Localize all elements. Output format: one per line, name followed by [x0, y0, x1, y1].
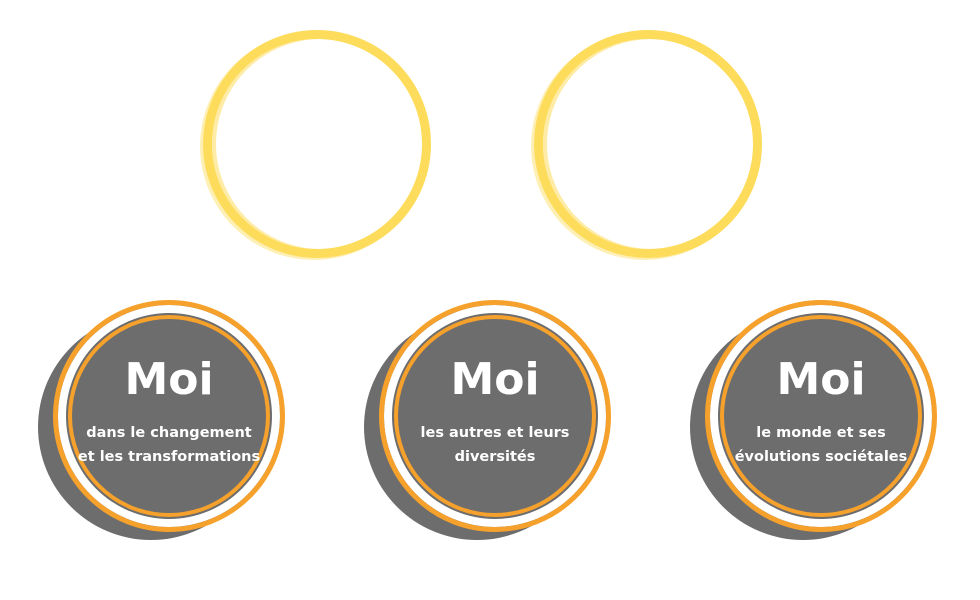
top-ring-2: [534, 30, 762, 258]
moi-circle-disc: Moi les autres et leurs diversités: [379, 300, 611, 532]
moi-circle-changement: Moi dans le changement et les transforma…: [38, 300, 288, 545]
moi-circle-inner: Moi dans le changement et les transforma…: [68, 315, 270, 517]
moi-circle-title: Moi: [124, 354, 214, 405]
moi-circle-monde: Moi le monde et ses évolutions sociétale…: [690, 300, 940, 545]
moi-circle-inner: Moi les autres et leurs diversités: [394, 315, 596, 517]
moi-circle-autres: Moi les autres et leurs diversités: [364, 300, 614, 545]
moi-circle-subtitle: dans le changement et les transformation…: [77, 425, 261, 465]
top-ring-1: [203, 30, 431, 258]
moi-circle-subtitle: le monde et ses évolutions sociétales: [734, 425, 908, 465]
moi-circle-disc: Moi dans le changement et les transforma…: [53, 300, 285, 532]
moi-circle-disc: Moi le monde et ses évolutions sociétale…: [705, 300, 937, 532]
moi-circle-title: Moi: [776, 354, 866, 405]
moi-circle-inner: Moi le monde et ses évolutions sociétale…: [720, 315, 922, 517]
moi-circle-subtitle: les autres et leurs diversités: [420, 425, 570, 465]
moi-circle-title: Moi: [450, 354, 540, 405]
